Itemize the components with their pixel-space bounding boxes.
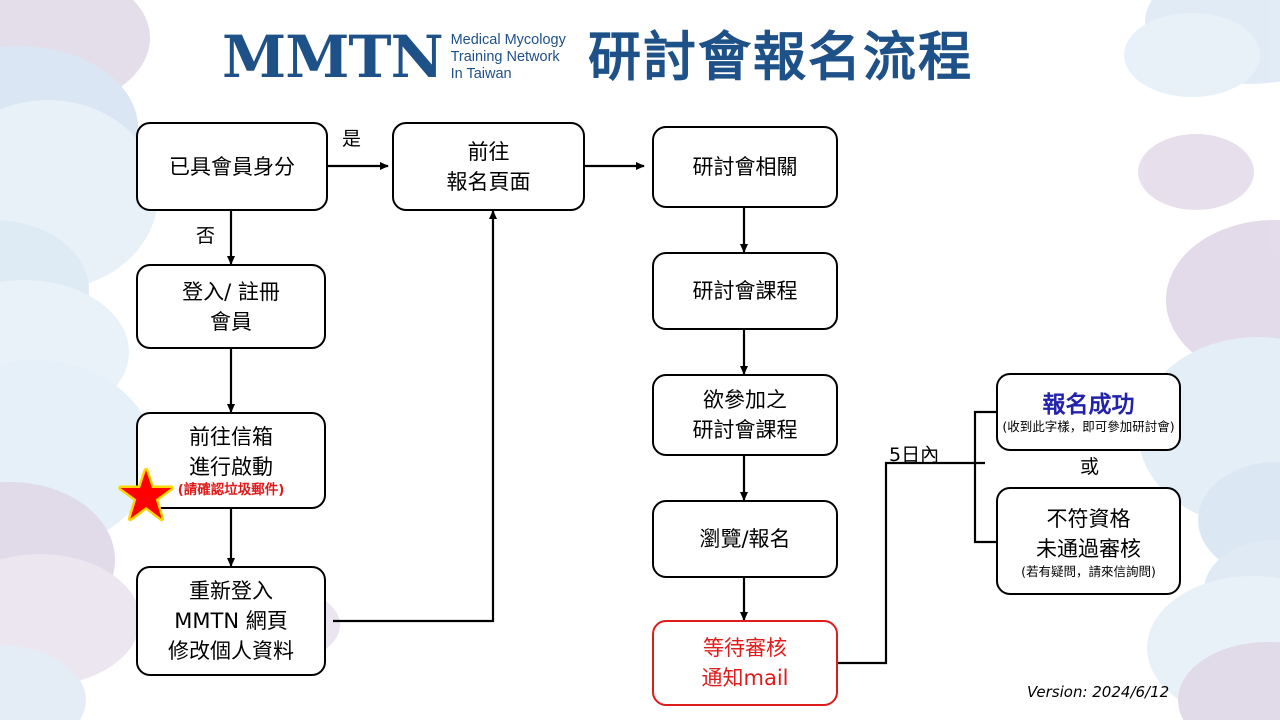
node-success-title: 報名成功 xyxy=(1042,391,1135,418)
node-desired-courses-line1: 欲參加之 xyxy=(703,388,787,412)
node-registration-page[interactable]: 前往 報名頁面 xyxy=(392,122,585,211)
mmtn-logo-wordmark: MMTN xyxy=(222,23,444,91)
node-desired-courses-line2: 研討會課程 xyxy=(692,418,798,442)
node-seminar-courses-line1: 研討會課程 xyxy=(692,279,798,303)
mmtn-logo-subtitle-line1: Medical Mycology xyxy=(450,32,566,48)
node-activate-mail-line1: 前往信箱 xyxy=(189,425,273,449)
mmtn-logo-subtitle: Medical Mycology Training Network In Tai… xyxy=(451,32,566,83)
node-browse-register-line1: 瀏覽/報名 xyxy=(699,527,791,551)
node-await-review-line2: 通知mail xyxy=(701,666,789,690)
edge-label-no: 否 xyxy=(196,225,216,247)
node-member-status-line1: 已具會員身分 xyxy=(169,154,295,179)
node-await-review-line1: 等待審核 xyxy=(703,636,787,660)
mmtn-logo-subtitle-line3: In Taiwan xyxy=(450,66,512,82)
page-title: 研討會報名流程 xyxy=(588,27,973,88)
node-relogin-profile[interactable]: 重新登入 MMTN 網頁 修改個人資料 xyxy=(136,566,326,676)
node-rejected-line1: 不符資格 xyxy=(1046,506,1131,531)
slide-header: MMTN Medical Mycology Training Network I… xyxy=(0,0,1280,110)
edge-await-to-branch xyxy=(836,461,985,665)
node-seminar-courses[interactable]: 研討會課程 xyxy=(652,252,838,330)
node-success-note: (收到此字樣，即可參加研討會) xyxy=(1002,418,1175,434)
node-registration-page-line2: 報名頁面 xyxy=(446,169,531,194)
edge-label-yes: 是 xyxy=(342,128,362,150)
node-rejected-line2: 未通過審核 xyxy=(1036,536,1141,561)
red-star-icon xyxy=(118,468,174,522)
edge-label-within-5-days: 5日內 xyxy=(889,444,940,466)
mmtn-logo: MMTN Medical Mycology Training Network I… xyxy=(222,28,566,86)
node-relogin-profile-line1: 重新登入 xyxy=(189,579,273,603)
node-rejected-note: (若有疑問，請來信詢問) xyxy=(1021,563,1156,579)
node-relogin-profile-line2: MMTN 網頁 xyxy=(174,609,288,633)
node-activate-mail-line2: 進行啟動 xyxy=(189,455,273,479)
node-rejected[interactable]: 不符資格 未通過審核 (若有疑問，請來信詢問) xyxy=(996,487,1181,595)
node-seminar-related[interactable]: 研討會相關 xyxy=(652,126,838,208)
node-login-register[interactable]: 登入/ 註冊 會員 xyxy=(136,264,326,349)
node-seminar-related-line1: 研討會相關 xyxy=(692,155,798,179)
node-member-status[interactable]: 已具會員身分 xyxy=(136,122,328,211)
node-activate-mail-note: (請確認垃圾郵件) xyxy=(177,482,285,498)
node-registration-page-line1: 前往 xyxy=(467,139,510,164)
edge-label-or: 或 xyxy=(1080,456,1100,478)
node-login-register-line1: 登入/ 註冊 xyxy=(182,279,280,304)
mmtn-logo-subtitle-line2: Training Network xyxy=(450,49,560,65)
edge-relogin-to-registration xyxy=(333,210,497,623)
node-relogin-profile-line3: 修改個人資料 xyxy=(168,639,294,663)
node-browse-register[interactable]: 瀏覽/報名 xyxy=(652,500,838,578)
node-await-review[interactable]: 等待審核 通知mail xyxy=(652,620,838,706)
version-label: Version: 2024/6/12 xyxy=(1027,683,1170,701)
node-desired-courses[interactable]: 欲參加之 研討會課程 xyxy=(652,374,838,456)
node-success[interactable]: 報名成功 (收到此字樣，即可參加研討會) xyxy=(996,373,1181,451)
node-login-register-line2: 會員 xyxy=(210,309,252,334)
